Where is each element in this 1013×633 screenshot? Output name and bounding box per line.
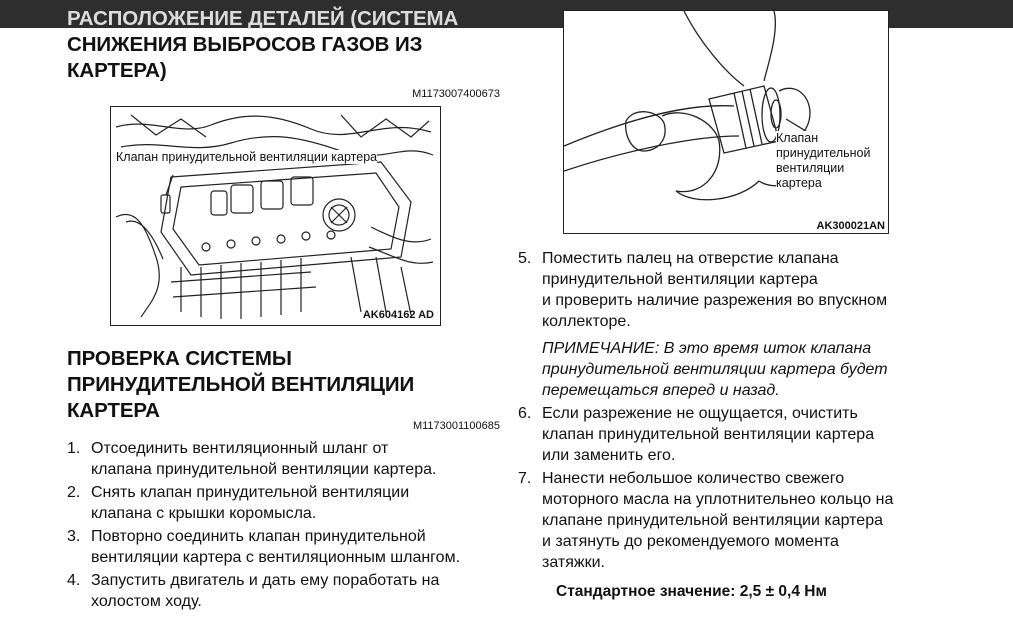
section2-title-line3: КАРТЕРА [67,399,160,422]
section2-title-line2: ПРИНУДИТЕЛЬНОЙ ВЕНТИЛЯЦИИ [67,373,415,396]
hand-figure-label: Клапан принудительной вентиляции картера [776,131,871,191]
section2-title-line1: ПРОВЕРКА СИСТЕМЫ [67,347,292,370]
standard-value: Стандартное значение: 2,5 ± 0,4 Нм [556,583,827,600]
hand-figure-code: AK300021AN [816,220,885,232]
engine-figure: Клапан принудительной вентиляции картера… [110,106,441,326]
engine-figure-label: Клапан принудительной вентиляции картера [116,150,378,164]
engine-illustration [115,114,434,319]
steps-list-right-2: 6.Если разрежение не ощущается, очистить… [518,403,958,573]
engine-figure-code: AK604162 AD [362,309,434,321]
section1-title: РАСПОЛОЖЕНИЕ ДЕТАЛЕЙ (СИСТЕМА СНИЖЕНИЯ В… [67,6,500,84]
step-3: 3.Повторно соединить клапан принудительн… [67,528,461,566]
section1-title-line3: КАРТЕРА) [67,59,167,82]
hand-illustration [564,11,815,201]
step-6: 6.Если разрежение не ощущается, очистить… [518,405,875,464]
section2-title: ПРОВЕРКА СИСТЕМЫ ПРИНУДИТЕЛЬНОЙ ВЕНТИЛЯЦ… [67,346,500,424]
note-block: ПРИМЕЧАНИЕ: В это время шток клапана при… [542,340,888,399]
right-column: Клапан принудительной вентиляции картера… [518,10,958,601]
step-2: 2.Снять клапан принудительной вентиляции… [67,484,410,522]
section2-doc-code: M1173001100685 [412,420,500,432]
hand-figure: Клапан принудительной вентиляции картера… [563,10,889,234]
section1-title-line2: СНИЖЕНИЯ ВЫБРОСОВ ГАЗОВ ИЗ [67,33,423,56]
section1-title-line1: РАСПОЛОЖЕНИЕ ДЕТАЛЕЙ (СИСТЕМА [67,7,459,30]
left-column: РАСПОЛОЖЕНИЕ ДЕТАЛЕЙ (СИСТЕМА СНИЖЕНИЯ В… [67,6,500,614]
step-4: 4.Запустить двигатель и дать ему поработ… [67,572,440,610]
section1-doc-code: M1173007400673 [412,88,500,100]
